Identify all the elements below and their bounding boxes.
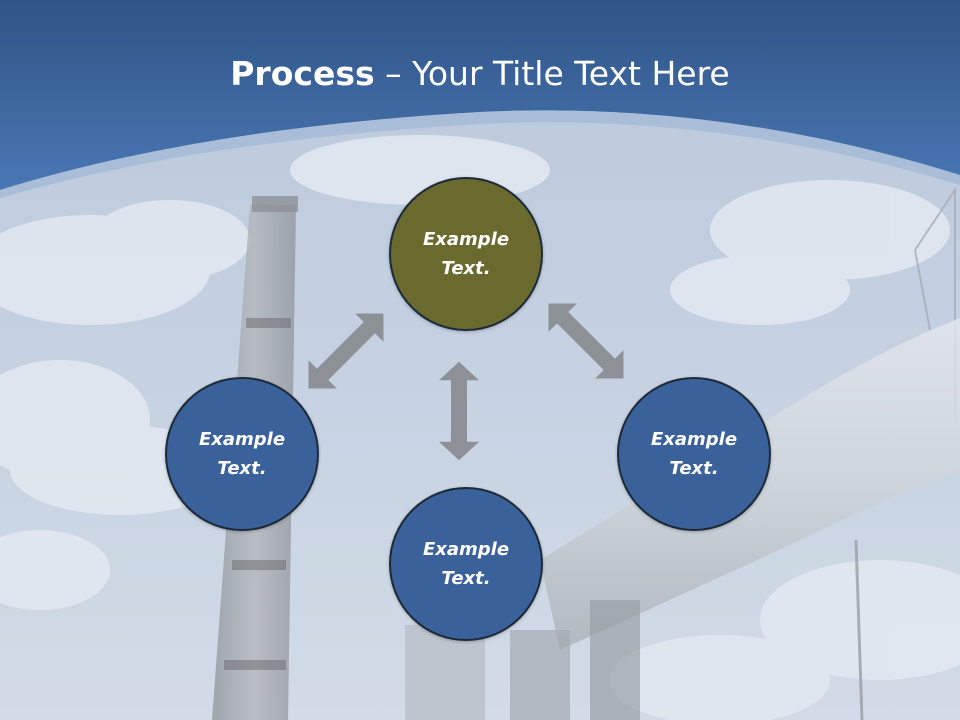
header-band bbox=[0, 0, 960, 190]
process-node-top: Example Text. bbox=[389, 177, 543, 331]
header-wave-highlight bbox=[0, 110, 960, 198]
title-rest: – Your Title Text Here bbox=[374, 54, 730, 93]
node-bottom-label: Example Text. bbox=[422, 539, 510, 589]
process-node-right: Example Text. bbox=[617, 377, 771, 531]
title-bold: Process bbox=[230, 54, 375, 93]
process-node-left: Example Text. bbox=[165, 377, 319, 531]
slide-title: Process – Your Title Text Here bbox=[0, 52, 960, 96]
node-top-label: Example Text. bbox=[422, 229, 510, 279]
node-left-label: Example Text. bbox=[198, 429, 286, 479]
node-right-label: Example Text. bbox=[650, 429, 738, 479]
process-node-bottom: Example Text. bbox=[389, 487, 543, 641]
